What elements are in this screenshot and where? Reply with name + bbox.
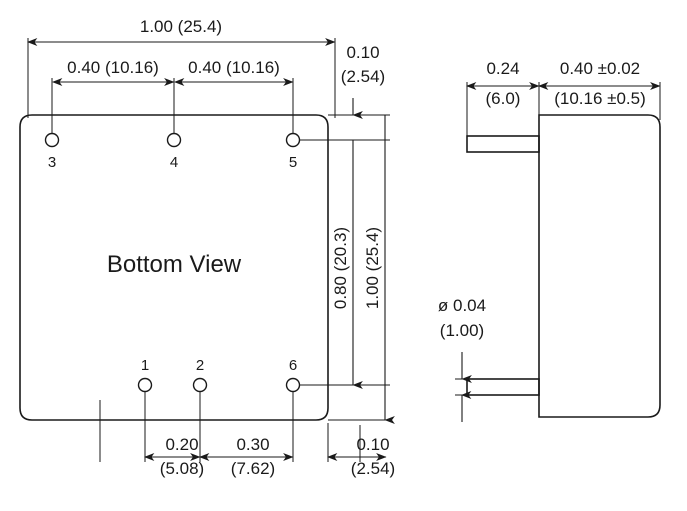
pad-label-3: 3 xyxy=(48,154,56,171)
dim-text-pin-diameter-metric: (1.00) xyxy=(440,321,484,340)
pad-3 xyxy=(44,132,60,148)
pad-number-labels: 3 4 5 1 2 6 xyxy=(48,154,297,374)
pad-label-2: 2 xyxy=(196,357,204,374)
pad-label-6: 6 xyxy=(289,357,297,374)
dim-text-bottom-first-metric: (5.08) xyxy=(160,459,204,478)
bottom-view-pads xyxy=(44,132,301,393)
dim-text-vertical-inner: 0.80 (20.3) xyxy=(331,227,350,309)
bottom-view-body xyxy=(19,114,329,421)
dim-text-side-body-width-metric: (10.16 ±0.5) xyxy=(554,89,646,108)
pad-5 xyxy=(285,132,301,148)
dim-text-side-pin-length-metric: (6.0) xyxy=(486,89,521,108)
side-view-body xyxy=(538,114,661,418)
dim-text-bottom-first-imperial: 0.20 xyxy=(165,435,198,454)
pad-4 xyxy=(166,132,182,148)
top-dimension-group: 1.00 (25.4) 0.40 (10.16) 0.40 (10.16) xyxy=(26,17,336,134)
dim-text-side-body-width-imperial: 0.40 ±0.02 xyxy=(560,59,640,78)
bottom-view-label: Bottom View xyxy=(107,251,242,278)
dim-text-top-pitch-right: 0.40 (10.16) xyxy=(188,58,280,77)
dim-text-top-pitch-left: 0.40 (10.16) xyxy=(67,58,159,77)
pad-label-1: 1 xyxy=(141,357,149,374)
pad-6 xyxy=(285,377,301,393)
dim-text-bottom-offset-imperial: 0.10 xyxy=(356,435,389,454)
top-offset-dimension-group: 0.10 (2.54) xyxy=(334,38,385,119)
dim-text-top-offset-metric: (2.54) xyxy=(341,67,385,86)
vertical-dimension-group: 0.80 (20.3) 1.00 (25.4) xyxy=(300,114,395,424)
dim-text-bottom-second-imperial: 0.30 xyxy=(236,435,269,454)
side-view-pin-upper xyxy=(466,135,540,153)
dim-text-pin-diameter-imperial: ø 0.04 xyxy=(438,296,486,315)
side-view xyxy=(466,114,661,418)
pad-1 xyxy=(137,377,153,393)
pad-label-4: 4 xyxy=(170,154,178,171)
dim-text-top-overall: 1.00 (25.4) xyxy=(140,17,222,36)
dim-text-top-offset-imperial: 0.10 xyxy=(346,43,379,62)
side-view-dimension-group: 0.24 (6.0) 0.40 ±0.02 (10.16 ±0.5) xyxy=(465,59,661,142)
dim-text-bottom-offset-metric: (2.54) xyxy=(351,459,395,478)
dim-text-bottom-second-metric: (7.62) xyxy=(231,459,275,478)
bottom-dimension-group: 0.20 (5.08) 0.30 (7.62) 0.10 (2.54) xyxy=(99,392,395,478)
pin-diameter-callout: ø 0.04 (1.00) xyxy=(438,296,486,422)
dim-text-vertical-overall: 1.00 (25.4) xyxy=(363,227,382,309)
pad-label-5: 5 xyxy=(289,154,297,171)
pad-2 xyxy=(192,377,208,393)
dim-text-side-pin-length-imperial: 0.24 xyxy=(486,59,519,78)
side-view-pin-lower xyxy=(466,378,540,396)
